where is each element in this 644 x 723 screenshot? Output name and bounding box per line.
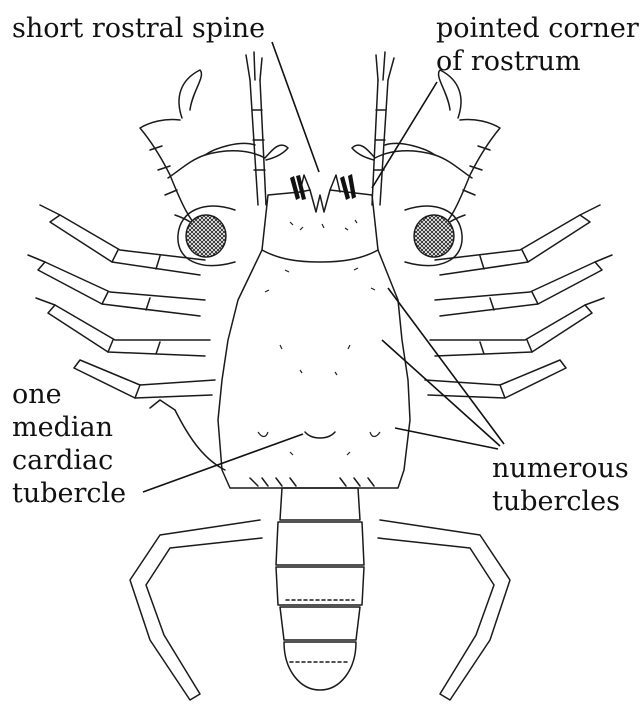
label-median-cardiac-tubercle: one median cardiac tubercle xyxy=(12,378,126,510)
label-text: numerous xyxy=(492,452,629,485)
antennule-tufts xyxy=(290,174,356,200)
label-text: pointed corner xyxy=(436,12,639,45)
label-text: median xyxy=(12,411,126,444)
posterior-legs xyxy=(130,520,510,700)
label-text: tubercle xyxy=(12,477,126,510)
label-text: one xyxy=(12,378,126,411)
carapace-tubercles xyxy=(258,220,380,455)
carapace xyxy=(218,175,410,488)
label-text: short rostral spine xyxy=(12,12,265,45)
abdomen xyxy=(276,488,364,690)
label-numerous-tubercles: numerous tubercles xyxy=(492,452,629,518)
right-eye xyxy=(414,215,454,257)
label-text: of rostrum xyxy=(436,45,639,78)
label-text: cardiac xyxy=(12,444,126,477)
label-pointed-corner-of-rostrum: pointed corner of rostrum xyxy=(436,12,639,78)
antennae xyxy=(246,52,394,205)
label-text: tubercles xyxy=(492,485,629,518)
label-short-rostral-spine: short rostral spine xyxy=(12,12,265,45)
left-eye xyxy=(186,215,226,257)
